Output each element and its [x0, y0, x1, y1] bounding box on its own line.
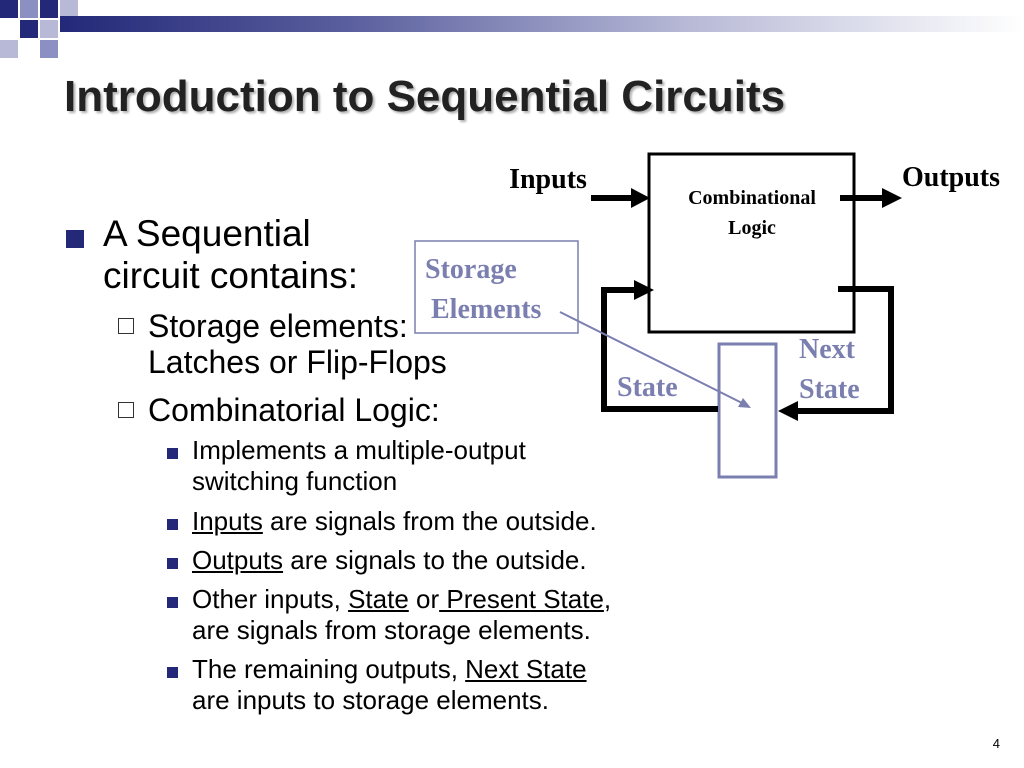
hollow-square-icon — [118, 402, 134, 418]
other-comma: , — [603, 584, 612, 614]
decor-square-8 — [40, 40, 58, 58]
bullet-outputs: Outputs are signals to the outside. — [192, 545, 587, 576]
storage-pointer-arrowhead-icon — [738, 398, 751, 408]
bullet-square-icon — [66, 230, 84, 248]
comb-logic-label-line1: Combinational — [688, 187, 816, 209]
inputs-rest: are signals from the outside. — [262, 506, 597, 536]
storage-label-line2: Elements — [431, 294, 542, 325]
small-square-icon — [167, 597, 178, 608]
diagram-inputs-label: Inputs — [509, 164, 587, 195]
storage-elements-label-box — [414, 240, 579, 334]
bullet-main-line2: circuit contains: — [103, 255, 358, 296]
bullet-remaining-line2: are inputs to storage elements. — [192, 685, 549, 715]
outputs-term: Outputs — [192, 545, 284, 575]
bullet-main-line1: A Sequential — [103, 213, 311, 254]
decor-square-2 — [20, 0, 38, 18]
decor-square-3 — [40, 0, 58, 18]
next-state-label-line1: Next — [799, 334, 856, 365]
state-arrowhead-icon — [634, 280, 654, 300]
bullet-remaining-line1: The remaining outputs, Next State — [192, 654, 587, 685]
bullet-other-line2: are signals from storage elements. — [192, 615, 591, 645]
decor-square-4 — [60, 0, 78, 18]
page-number: 4 — [992, 736, 1000, 751]
next-state-label-line2: State — [799, 374, 860, 405]
outputs-rest: are signals to the outside. — [283, 545, 587, 575]
bullet-storage-line2: Latches or Flip-Flops — [148, 344, 447, 380]
bullet-implements-line1: Implements a multiple-output — [192, 435, 526, 465]
remaining-next: Next State — [465, 654, 587, 684]
bullet-implements-line2: switching function — [192, 466, 398, 496]
small-square-icon — [167, 519, 178, 530]
diagram-outputs-label: Outputs — [902, 162, 1000, 193]
decor-square-1 — [0, 0, 18, 18]
comb-logic-label-line2: Logic — [728, 217, 776, 239]
other-state: State — [348, 584, 409, 614]
decor-square-5 — [20, 20, 38, 38]
storage-elements-box — [717, 342, 778, 479]
inputs-term: Inputs — [192, 506, 263, 536]
storage-label-line1: Storage — [425, 254, 517, 285]
output-arrowhead-icon — [882, 188, 902, 208]
small-square-icon — [167, 667, 178, 678]
combinational-logic-box — [647, 152, 856, 334]
next-state-feedback-line — [797, 286, 894, 414]
decor-square-6 — [40, 20, 58, 38]
other-or: or — [408, 584, 440, 614]
bullet-storage-line1: Storage elements: — [148, 308, 408, 344]
input-arrowhead-icon — [631, 188, 650, 208]
small-square-icon — [167, 558, 178, 569]
decor-square-7 — [0, 40, 18, 58]
bullet-comb: Combinatorial Logic: — [148, 392, 440, 428]
bullet-other-line1: Other inputs, State or Present State, — [192, 584, 611, 615]
state-label: State — [617, 372, 678, 403]
remaining-pre: The remaining outputs, — [192, 654, 466, 684]
other-pre: Other inputs, — [192, 584, 349, 614]
state-feedback-line — [601, 287, 718, 412]
storage-pointer-line — [559, 311, 745, 405]
bullet-inputs: Inputs are signals from the outside. — [192, 506, 597, 537]
header-gradient-bar — [60, 16, 1024, 32]
slide-title: Introduction to Sequential Circuits — [64, 72, 786, 121]
small-square-icon — [167, 448, 178, 459]
hollow-square-icon — [118, 318, 134, 334]
other-present: Present State — [439, 584, 604, 614]
next-state-arrowhead-icon — [778, 401, 798, 421]
